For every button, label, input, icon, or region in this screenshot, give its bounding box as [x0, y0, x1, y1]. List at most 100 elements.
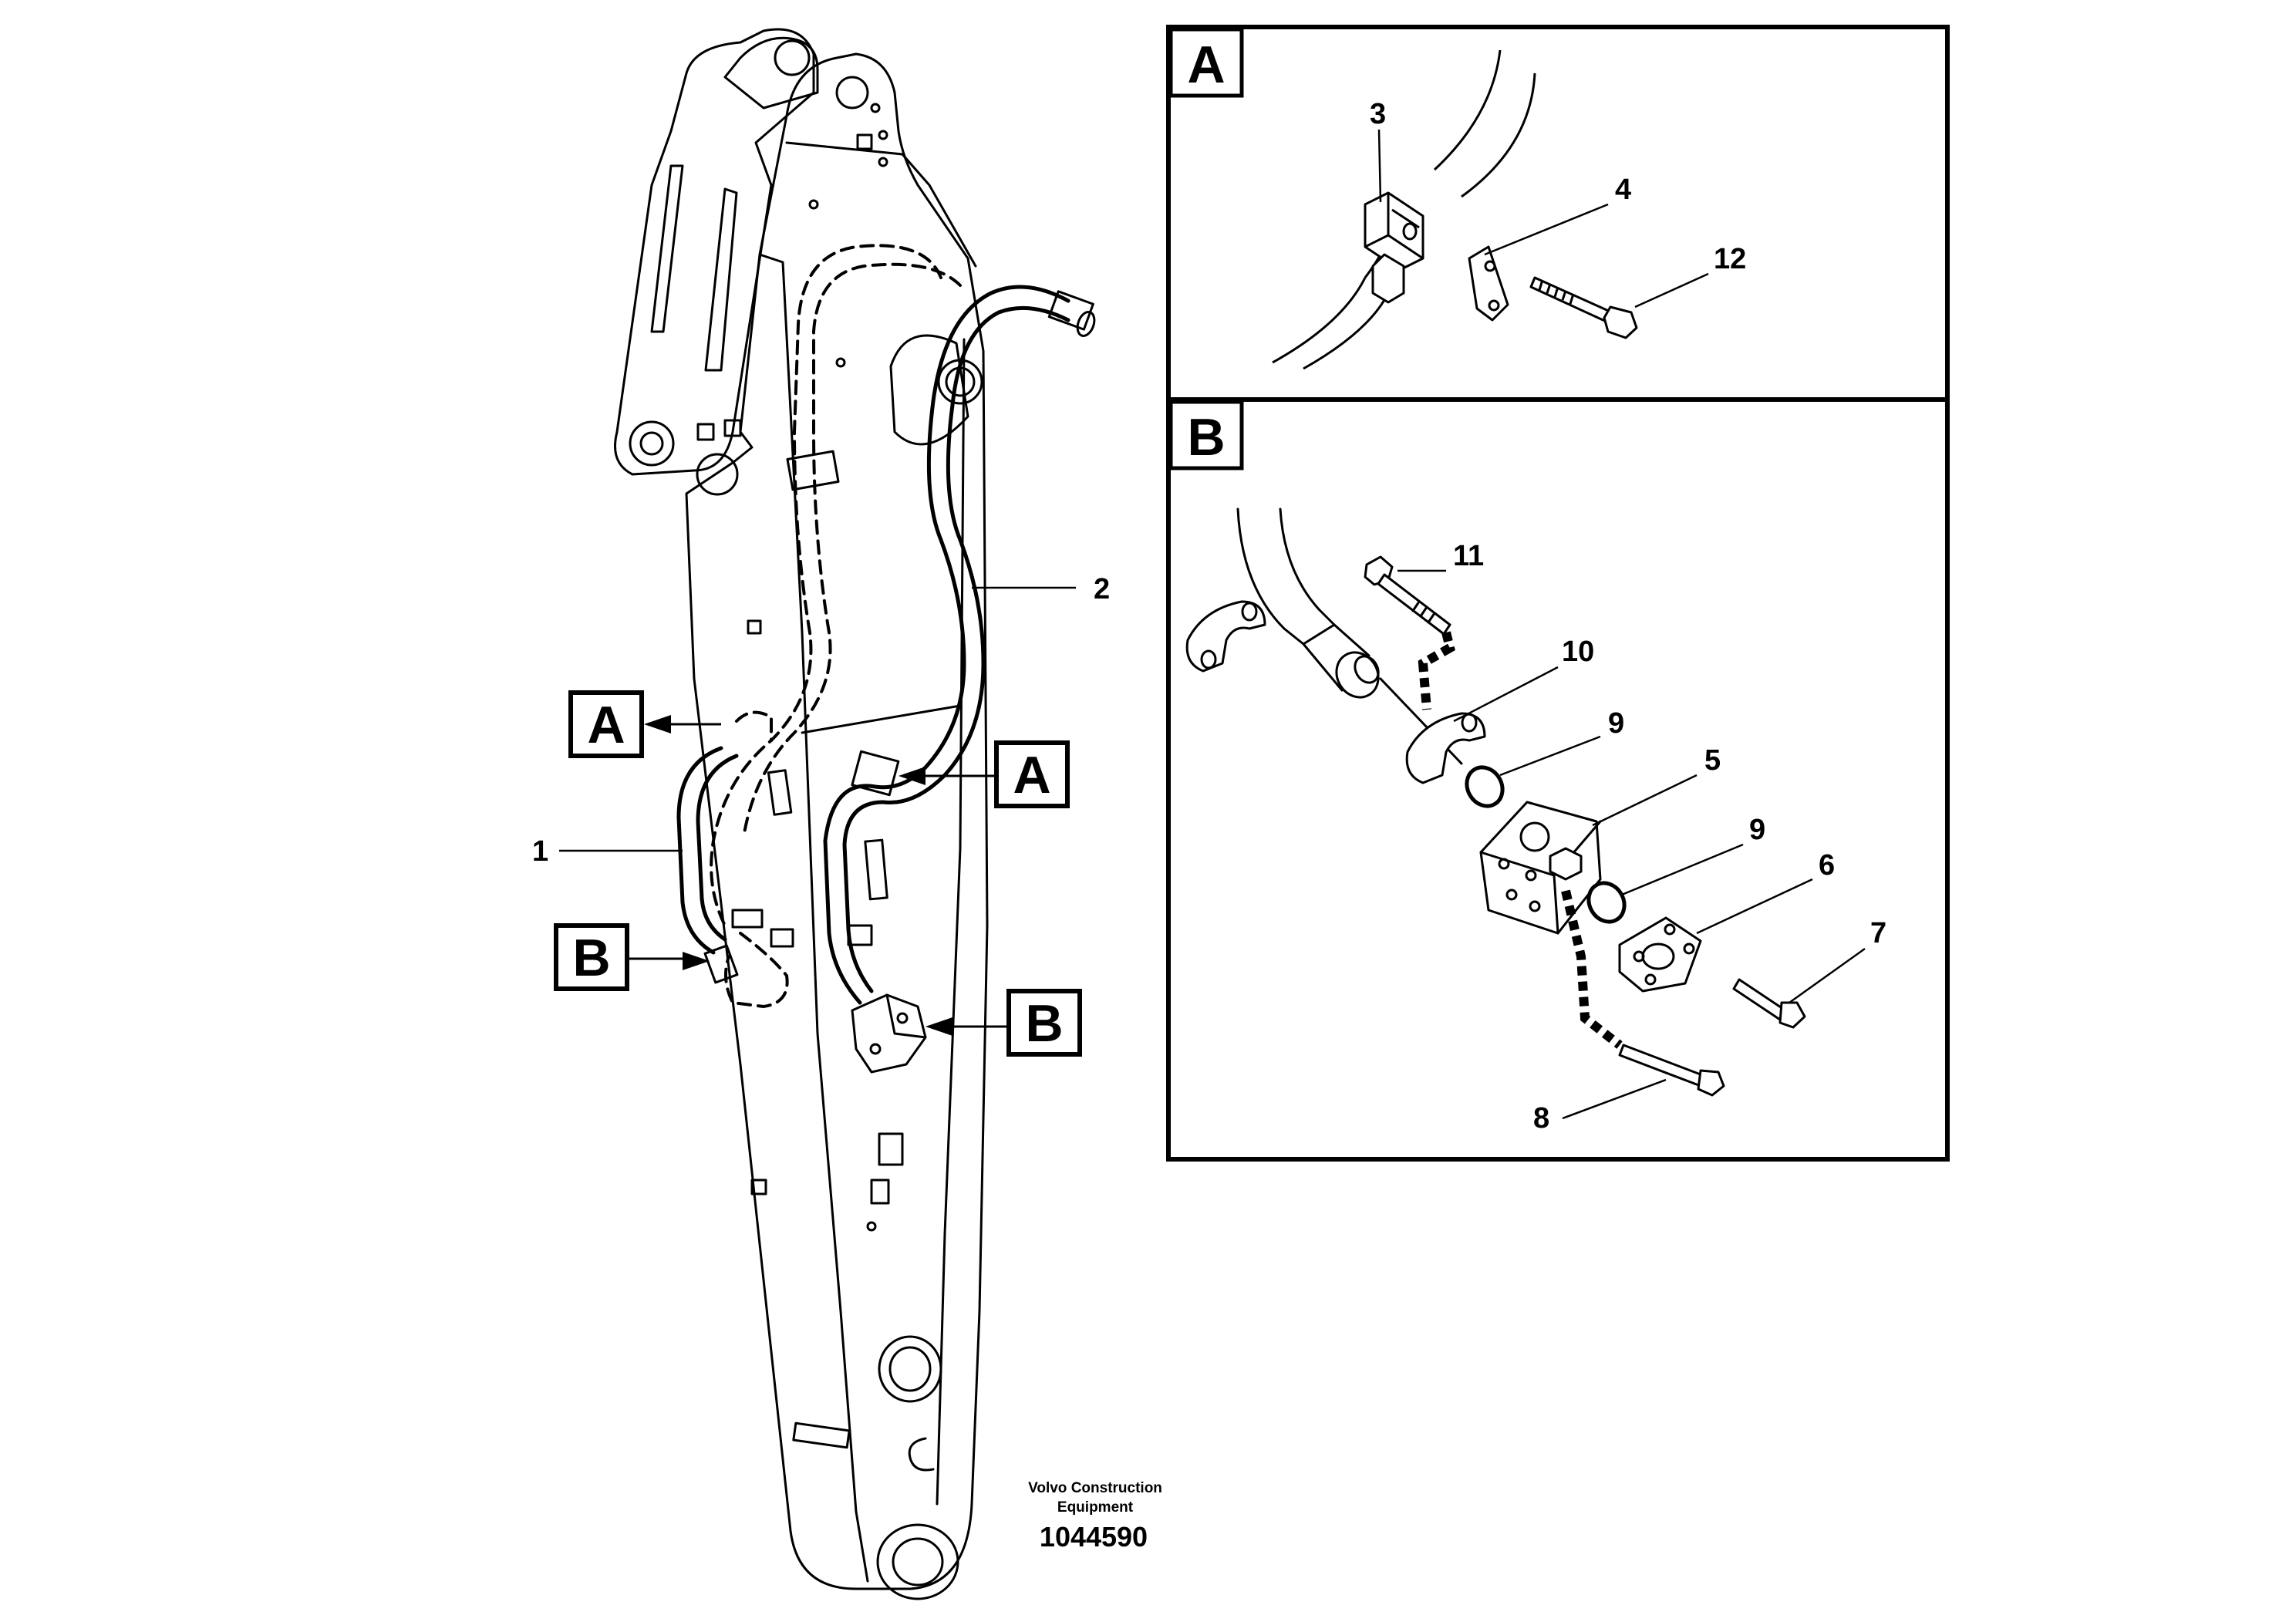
callout-2: 2 [1094, 573, 1110, 605]
detail-panel-a: A 3 4 12 [1166, 25, 1950, 402]
callout-9-upper: 9 [1608, 707, 1624, 740]
boom-top-ridge [785, 141, 977, 268]
split-flange-hole [1200, 649, 1217, 669]
lower-bushing [878, 1335, 942, 1403]
bracket [696, 423, 715, 441]
bolt-11-shaft [1377, 573, 1451, 636]
leader-line [1696, 878, 1813, 935]
back-pin-bore [639, 431, 664, 456]
leader-line [1789, 947, 1866, 1004]
o-ring-lower [1586, 881, 1627, 924]
panel-b-frame [1166, 397, 1950, 1162]
panel-b-hose [1236, 508, 1286, 630]
ear-hole [835, 76, 869, 110]
manufacturer-line-1: Volvo Construction [1028, 1480, 1162, 1496]
detail-label-box [554, 923, 629, 991]
bolt-8-head [1697, 1069, 1725, 1097]
hidden-fitting-outline [724, 932, 789, 1008]
hidden-hose-path [710, 244, 942, 927]
bracket [770, 928, 794, 948]
flange-plate [1618, 916, 1702, 993]
bolt [866, 1221, 877, 1232]
leader-line [1562, 1078, 1667, 1120]
clamp-block-edge [1364, 193, 1424, 260]
leader-line [1484, 203, 1609, 256]
o-ring-upper [1465, 765, 1505, 808]
detail-label-b-left: B [572, 929, 610, 987]
hose-2-end-cap [1076, 311, 1096, 337]
bracket [750, 1179, 767, 1195]
back-plate-slot [704, 187, 738, 372]
lock-plate-hole [1484, 260, 1496, 272]
hose-2-clamp [851, 750, 900, 797]
bolt-8-shaft [1618, 1044, 1706, 1088]
panel-a-label-box [1168, 27, 1244, 98]
callout-12: 12 [1714, 243, 1746, 275]
bearing-housing [889, 334, 969, 446]
flange-hole [1633, 950, 1645, 963]
block-hole [1498, 858, 1510, 870]
hose-1 [676, 746, 723, 955]
lower-pin-eye [696, 453, 739, 496]
manifold-bolt [896, 1012, 909, 1024]
leader-line [1453, 666, 1559, 723]
bolt [808, 199, 819, 210]
clamp-block [1364, 191, 1424, 271]
flange-hole [1664, 923, 1676, 936]
assembly-path [1418, 631, 1455, 710]
bracket [731, 909, 764, 929]
panel-a-frame [1166, 25, 1950, 402]
hose-2-end-fitting [1047, 290, 1094, 331]
boom-front-plate [685, 52, 989, 1590]
bracket [864, 838, 888, 901]
clamp-hole [1402, 222, 1418, 241]
boom-side-edge [758, 253, 869, 1583]
footer: Volvo Construction Equipment 1044590 [1028, 1480, 1162, 1553]
hose-2-manifold-face [885, 993, 927, 1039]
block-port [1519, 821, 1550, 852]
pointer-arrow [644, 715, 671, 733]
lock-plate [1468, 245, 1509, 322]
block-plug [1549, 847, 1583, 881]
bolt [835, 357, 846, 368]
assembly-path [1561, 889, 1623, 1049]
pointer-arrow [899, 767, 925, 785]
panel-b-label: B [1187, 408, 1225, 467]
hose-2 [842, 305, 1070, 993]
bracket [747, 619, 762, 635]
boom-arm [614, 28, 1096, 1600]
hidden-clamp-outline [735, 710, 773, 742]
hose-2 [823, 285, 1070, 1005]
callout-3: 3 [1370, 98, 1386, 130]
clamp-lower [1371, 253, 1405, 304]
bolt [878, 157, 888, 167]
detail-label-box [568, 690, 644, 758]
leader-line [1499, 735, 1601, 777]
bolt-thread [1411, 600, 1436, 624]
bracket [767, 769, 793, 816]
boom-web-line [801, 704, 962, 734]
bracket [847, 924, 873, 946]
split-flange-half [1185, 600, 1266, 673]
manifold-bolt [869, 1043, 882, 1055]
bracket [870, 1179, 890, 1205]
detail-label-b-right: B [1025, 994, 1063, 1053]
panel-a-hose-front [1303, 292, 1390, 370]
hidden-hose-path [743, 262, 962, 835]
pointer-arrow [925, 1017, 952, 1036]
bolt [870, 103, 881, 113]
hose-1 [696, 754, 739, 942]
hose-1-fitting [703, 944, 739, 984]
lock-plate-hole [1488, 299, 1500, 312]
ear-hole [774, 39, 811, 76]
bracket [792, 1421, 851, 1449]
block-hole [1529, 900, 1541, 912]
callout-7: 7 [1870, 917, 1886, 949]
panel-b-label-box [1168, 400, 1244, 470]
callout-9-lower: 9 [1749, 814, 1765, 846]
block-hole [1505, 889, 1518, 901]
panel-b-hose [1279, 508, 1320, 611]
leader-line [1377, 129, 1382, 203]
bolt-head [1603, 305, 1638, 339]
